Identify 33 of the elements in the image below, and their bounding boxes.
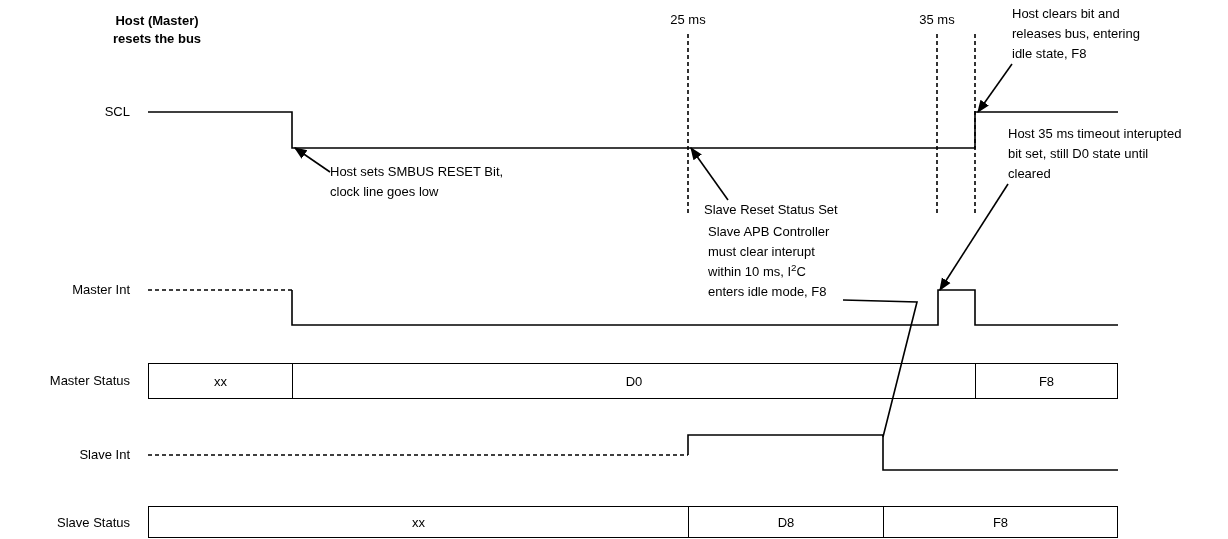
interrupt-waveform (147, 434, 1119, 471)
annotation-text: Slave Reset Status Set (704, 200, 874, 220)
signal-name: SCL (103, 104, 130, 119)
annotation-text: Host clears bit and releases bus, entering idle state, F8 (1012, 4, 1162, 64)
leader-arrow (977, 63, 1013, 114)
bus-value: xx (412, 514, 425, 530)
diagram-title: Host (Master) resets the bus (111, 12, 203, 48)
bus-state-cell (975, 363, 1118, 399)
bus-value: D8 (777, 514, 795, 530)
time-label: 35 ms (918, 12, 956, 27)
bus-value: D0 (625, 373, 643, 389)
annotation-text: Slave APB Controller must clear interupt within 10 ms, I$^{2}$C enters idle mode, F8 (708, 222, 843, 302)
leader-arrow (939, 183, 1009, 292)
annotation-text: Host 35 ms timeout interupted bit set, still D0 state until cleared (1008, 124, 1188, 184)
bus-state-cell (688, 506, 884, 538)
leader-line (842, 299, 918, 438)
bus-state-cell (148, 363, 293, 399)
interrupt-waveform (147, 289, 1119, 326)
bus-value: F8 (992, 514, 1009, 530)
bus-value: F8 (1038, 373, 1055, 389)
time-label: 25 ms (669, 12, 707, 27)
signal-name: Slave Status (56, 515, 130, 530)
signal-name: Slave Int (78, 447, 130, 462)
signal-name: Master Status (48, 373, 130, 388)
bus-state-cell (148, 506, 689, 538)
signal-name: Master Int (71, 282, 130, 297)
bus-state-cell (292, 363, 976, 399)
bus-value: xx (214, 373, 227, 389)
leader-arrow (690, 146, 729, 201)
bus-state-cell (883, 506, 1118, 538)
annotation-text: Host sets SMBUS RESET Bit, clock line goes low (330, 162, 505, 202)
leader-arrow (293, 147, 331, 173)
clock-waveform (147, 111, 1119, 149)
